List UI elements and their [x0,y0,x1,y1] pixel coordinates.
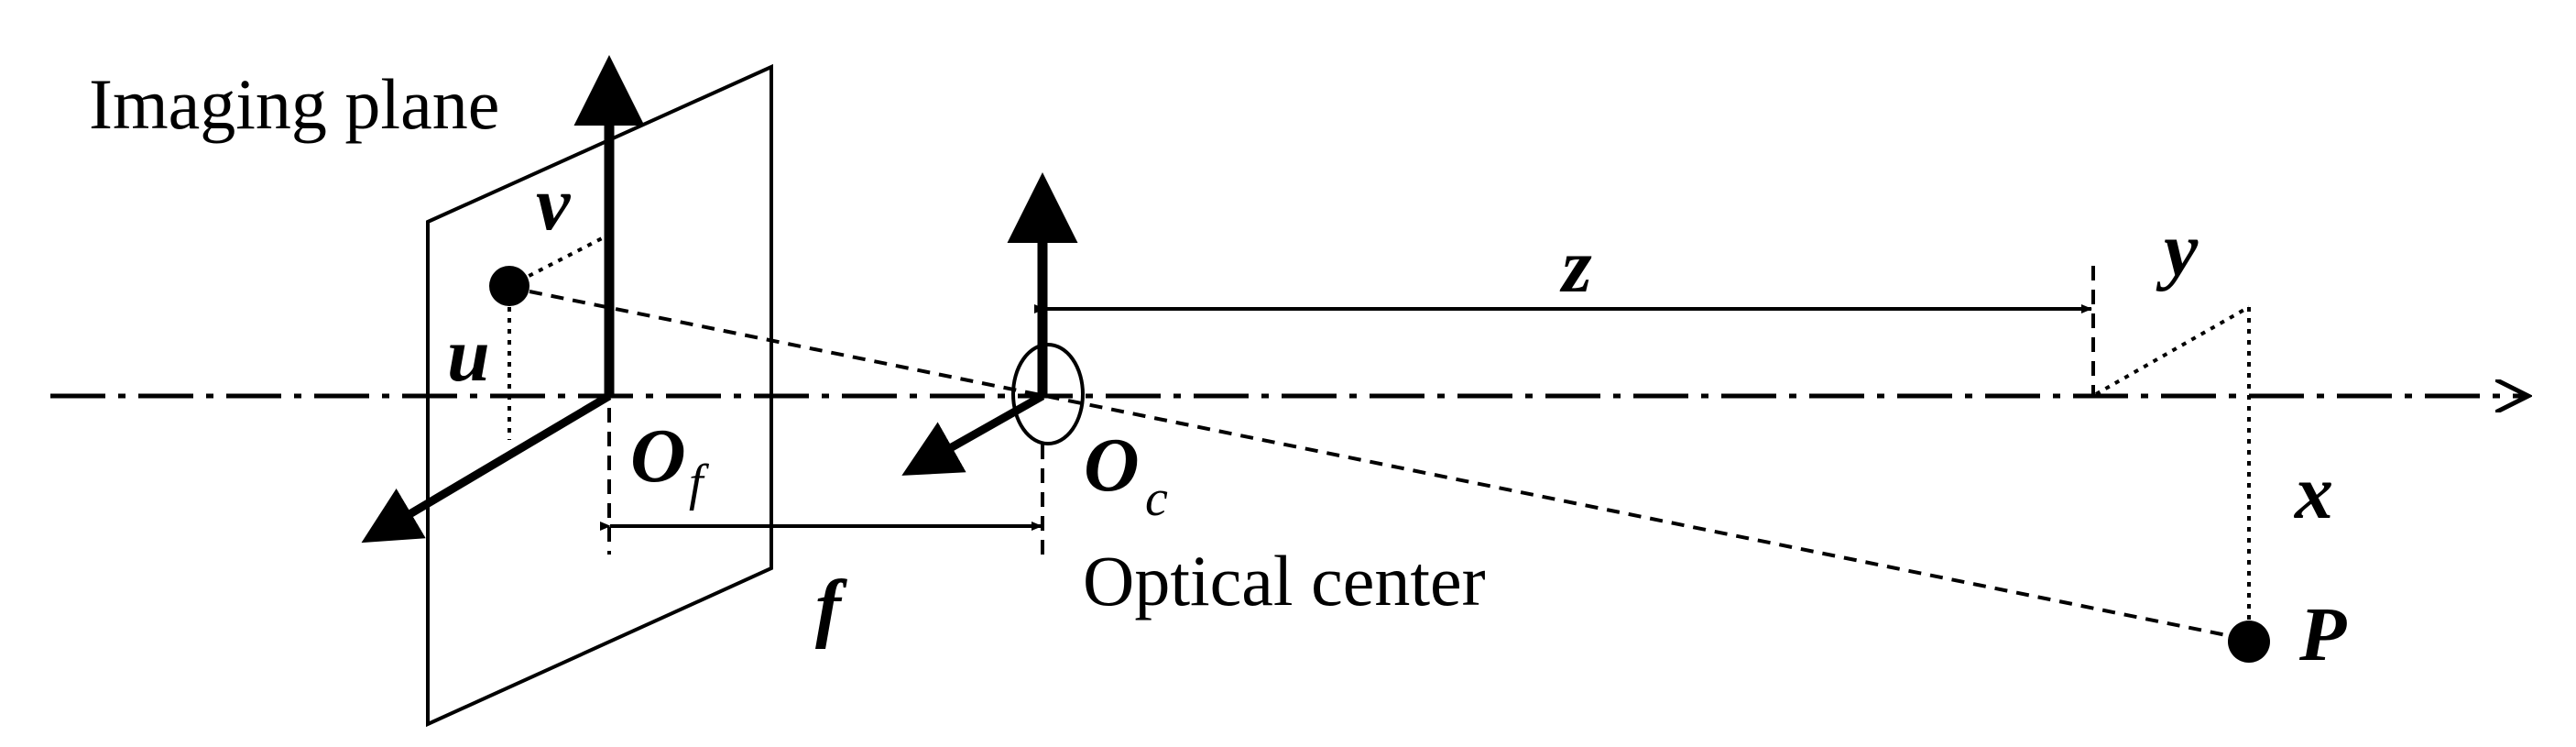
z-label: z [1559,224,1592,309]
u-label: u [447,313,490,398]
x-label: x [2293,450,2333,535]
object-point-P [2228,621,2270,663]
v-label: v [536,161,572,247]
O-c-subscript: c [1145,470,1168,527]
v-guide-dotted [508,234,608,288]
camera-depth-axis [901,392,1045,476]
O-c-label: O [1084,423,1140,508]
imaging-plane-depth-axis [361,392,612,544]
P-label: P [2298,592,2347,677]
imaging-plane-label: Imaging plane [89,64,499,144]
O-f-subscript: f [689,455,710,511]
imaging-plane [426,63,773,728]
y-label: y [2156,207,2199,292]
O-f-label: O [630,413,686,499]
y-guide-dotted [2095,305,2250,396]
projection-ray [529,290,2250,642]
optical-center-label: Optical center [1083,541,1486,621]
lens-ellipse [1011,343,1085,445]
f-label: f [815,565,847,650]
